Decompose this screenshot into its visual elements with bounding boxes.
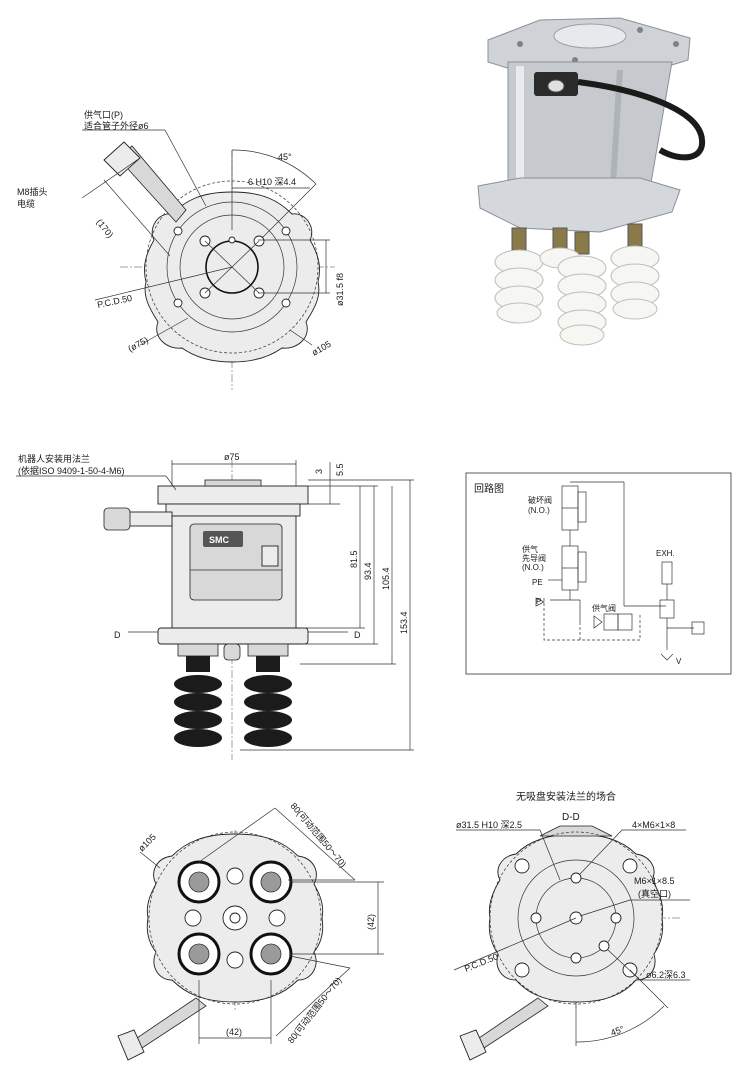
outer-105-dim: ø105 <box>310 339 333 358</box>
port-exh: EXH. <box>656 549 675 558</box>
flange-label: 机器人安装用法兰 <box>18 453 90 464</box>
break-valve-label: 破坏阀 <box>528 495 552 505</box>
section-thread4-dim: 4×M6×1×8 <box>632 820 675 830</box>
connector-label: M8插头 <box>17 186 48 197</box>
section-title: 无吸盘安装法兰的场合 <box>516 790 616 803</box>
cable-label: 电缆 <box>17 198 35 209</box>
dim-3: 3 <box>314 469 324 474</box>
section-name: D-D <box>562 812 580 823</box>
cable-length-dim: (170) <box>94 217 115 240</box>
bore-dim-top: ø31.5 f8 <box>335 273 345 306</box>
movable-range-bottom-dim: 80(可动范围50～70) <box>285 975 344 1046</box>
angle-dim-top: 45° <box>278 152 292 162</box>
section-mark-right: D <box>354 630 361 640</box>
product-photo <box>477 17 706 346</box>
circuit-diagram <box>465 472 732 675</box>
vacuum-port-label: (真空口) <box>638 888 671 899</box>
hole-dim-top: 6 H10 深4.4 <box>248 177 296 187</box>
section-view <box>453 825 690 1061</box>
dim-93-4: 93.4 <box>363 562 373 580</box>
vertical-42-dim: (42) <box>366 914 376 930</box>
bottom-view <box>117 807 384 1061</box>
pilot-valve-type: (N.O.) <box>522 563 544 572</box>
top-view <box>81 129 335 390</box>
section-pin-dim: ø6.2深6.3 <box>646 970 686 980</box>
port-pe: PE <box>532 578 543 587</box>
pilot-valve-label-2: 先导阀 <box>522 553 546 563</box>
dim-81-5: 81.5 <box>349 550 359 568</box>
flange-standard-label: (依据ISO 9409-1-50-4-M6) <box>18 465 125 476</box>
port-p: P <box>536 597 541 606</box>
dim-153-4: 153.4 <box>399 611 409 634</box>
brand-logo: SMC <box>209 535 230 545</box>
bottom-dia105-dim: ø105 <box>136 832 158 854</box>
circuit-title: 回路图 <box>474 482 504 495</box>
pilot-valve-label-1: 供气 <box>522 544 538 554</box>
port-v: V <box>676 657 682 666</box>
section-pcd-dim: P.C.D.50 <box>463 951 500 974</box>
supply-port-size-label: 适合管子外径ø6 <box>84 120 149 131</box>
section-mark-left: D <box>114 630 121 640</box>
section-thread1-dim: M6×1×8.5 <box>634 876 675 886</box>
section-bore-dim: ø31.5 H10 深2.5 <box>456 820 522 830</box>
pcd-dim-top: P.C.D.50 <box>96 293 133 310</box>
horizontal-42-dim: (42) <box>226 1027 242 1037</box>
side-view <box>16 460 414 760</box>
dim-105-4: 105.4 <box>381 567 391 590</box>
dim-5-5: 5.5 <box>335 463 345 476</box>
break-valve-type: (N.O.) <box>528 506 550 515</box>
supply-valve-label: 供气阀 <box>592 603 616 613</box>
dia75-dim: ø75 <box>224 452 240 462</box>
outer-75-dim: (ø75) <box>126 335 150 354</box>
supply-port-label: 供气口(P) <box>84 109 123 120</box>
section-angle-dim: 45° <box>609 1024 626 1038</box>
